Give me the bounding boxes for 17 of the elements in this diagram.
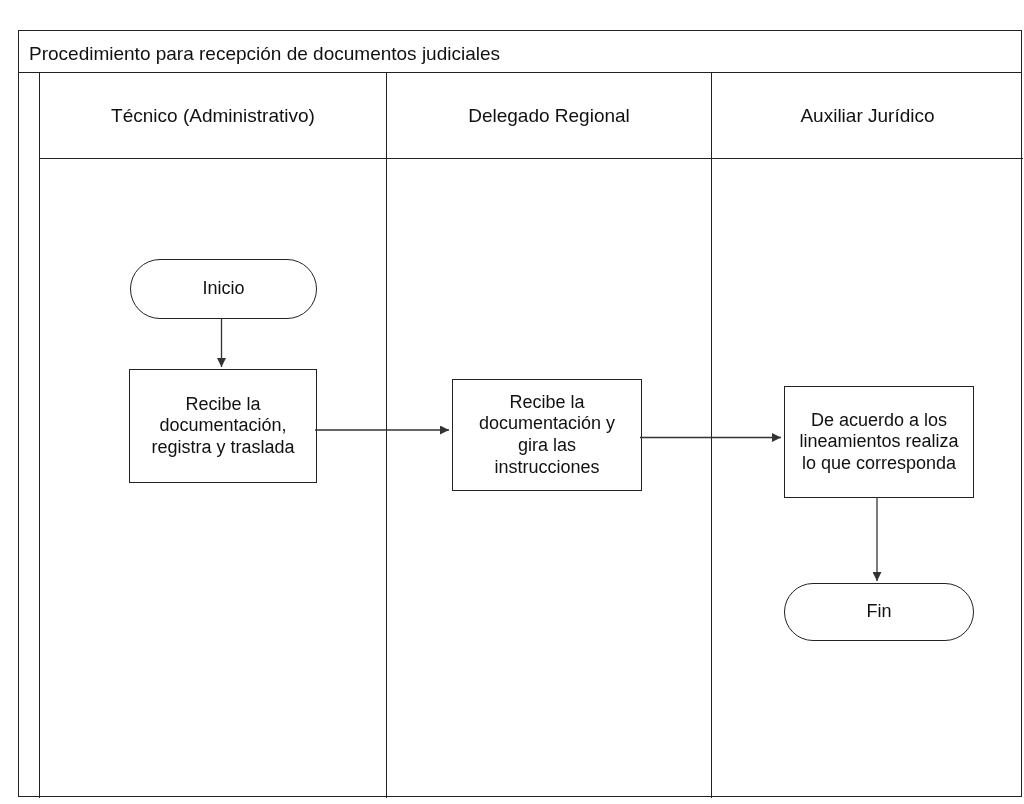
lane-header: Auxiliar Jurídico (712, 73, 1023, 159)
lane-header: Delegado Regional (387, 73, 711, 159)
process-box: De acuerdo a los lineamientos realiza lo que corresponda (784, 386, 974, 498)
pool-title: Procedimiento para recepción de documentos judiciales (19, 31, 1021, 73)
process-box: Recibe la documentación, registra y traslada (129, 369, 317, 483)
arrow (217, 317, 226, 368)
terminator-shape: Inicio (130, 259, 317, 319)
lane-header: Técnico (Administrativo) (40, 73, 386, 159)
swimlane-pool (18, 30, 1022, 797)
swimlane (711, 73, 1023, 798)
arrow (872, 496, 882, 582)
process-box: Recibe la documentación y gira las instrucciones (452, 379, 642, 491)
terminator-shape: Fin (784, 583, 974, 641)
swimlane (39, 73, 386, 798)
arrow (639, 433, 782, 442)
arrow (314, 425, 450, 435)
swimlane (386, 73, 711, 798)
